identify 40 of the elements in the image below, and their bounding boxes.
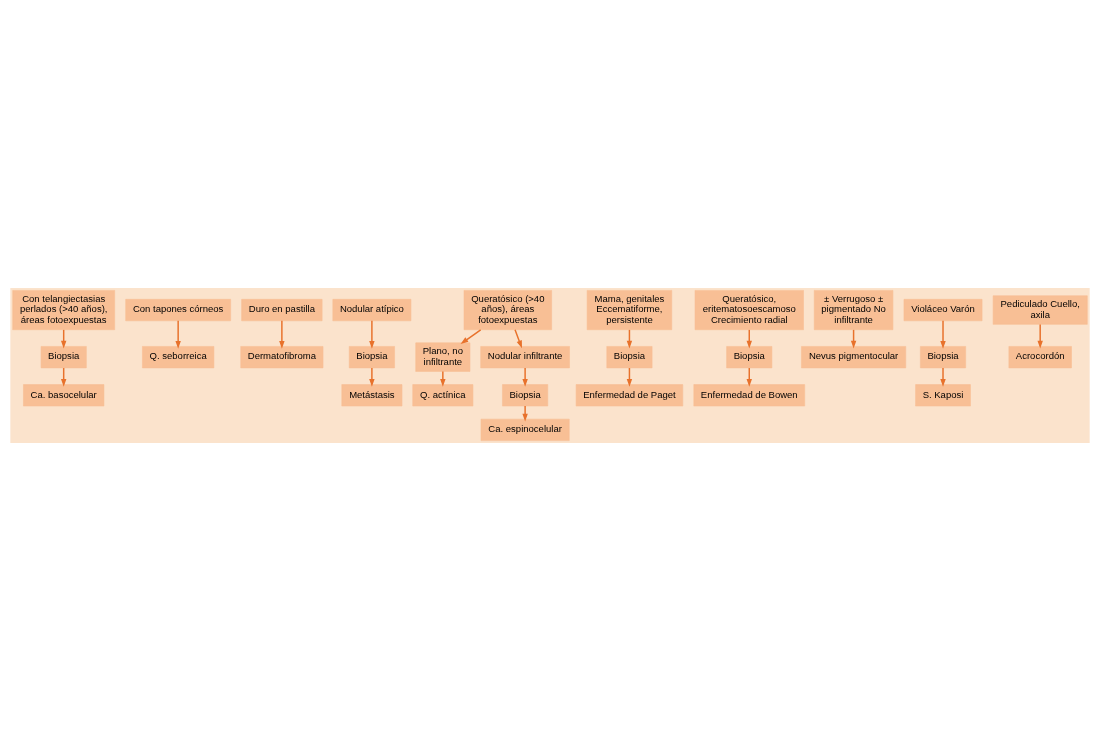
arrow: [440, 370, 446, 387]
node-box: Ca. espinocelular: [480, 418, 570, 441]
arrow: [369, 320, 375, 349]
node-box: Biopsia: [920, 346, 966, 369]
node-box: Nevus pigmentocular: [801, 346, 907, 369]
arrow: [522, 367, 528, 387]
node-box: Nodular infiltrante: [480, 346, 570, 369]
arrow: [522, 405, 528, 422]
node-box: Nodular atípico: [332, 299, 412, 322]
node-box: Mama, genitales Eccematiforme, persistente: [586, 290, 673, 331]
arrow: [369, 367, 375, 387]
node-box: Queratósico, eritematosoescamoso Crecimiento radial: [694, 290, 804, 331]
node-box: Biopsia: [606, 346, 653, 369]
node-box: Con telangiectasias perlados (>40 años), áreas fotoexpuestas: [12, 290, 115, 331]
arrow: [1037, 323, 1043, 349]
node-box: S. Kaposi: [915, 384, 971, 407]
arrow: [279, 320, 285, 349]
node-box: Duro en pastilla: [241, 299, 323, 322]
node-box: Enfermedad de Bowen: [693, 384, 805, 407]
arrow: [175, 320, 181, 349]
node-box: Violáceo Varón: [903, 299, 983, 322]
node-box: Q. seborreica: [142, 346, 215, 369]
node-box: Q. actínica: [412, 384, 474, 407]
node-box: Ca. basocelular: [23, 384, 105, 407]
node-box: Biopsia: [502, 384, 549, 407]
node-box: Dermatofibroma: [240, 346, 324, 369]
node-box: Pediculado Cuello, axila: [992, 295, 1088, 325]
arrow: [940, 320, 946, 349]
node-box: Biopsia: [40, 346, 87, 369]
node-box: Biopsia: [726, 346, 773, 369]
node-box: ± Verrugoso ± pigmentado No infiltrante: [813, 290, 894, 331]
arrow: [460, 329, 482, 345]
node-box: Plano, no infiltrante: [415, 342, 471, 372]
arrow: [940, 367, 946, 387]
node-box: Enfermedad de Paget: [575, 384, 684, 407]
node-box: Metástasis: [341, 384, 403, 407]
node-box: Queratósico (>40 años), áreas fotoexpuestas: [463, 290, 552, 331]
node-box: Con tapones córneos: [125, 299, 231, 322]
node-box: Acrocordón: [1008, 346, 1072, 369]
node-box: Biopsia: [348, 346, 395, 369]
